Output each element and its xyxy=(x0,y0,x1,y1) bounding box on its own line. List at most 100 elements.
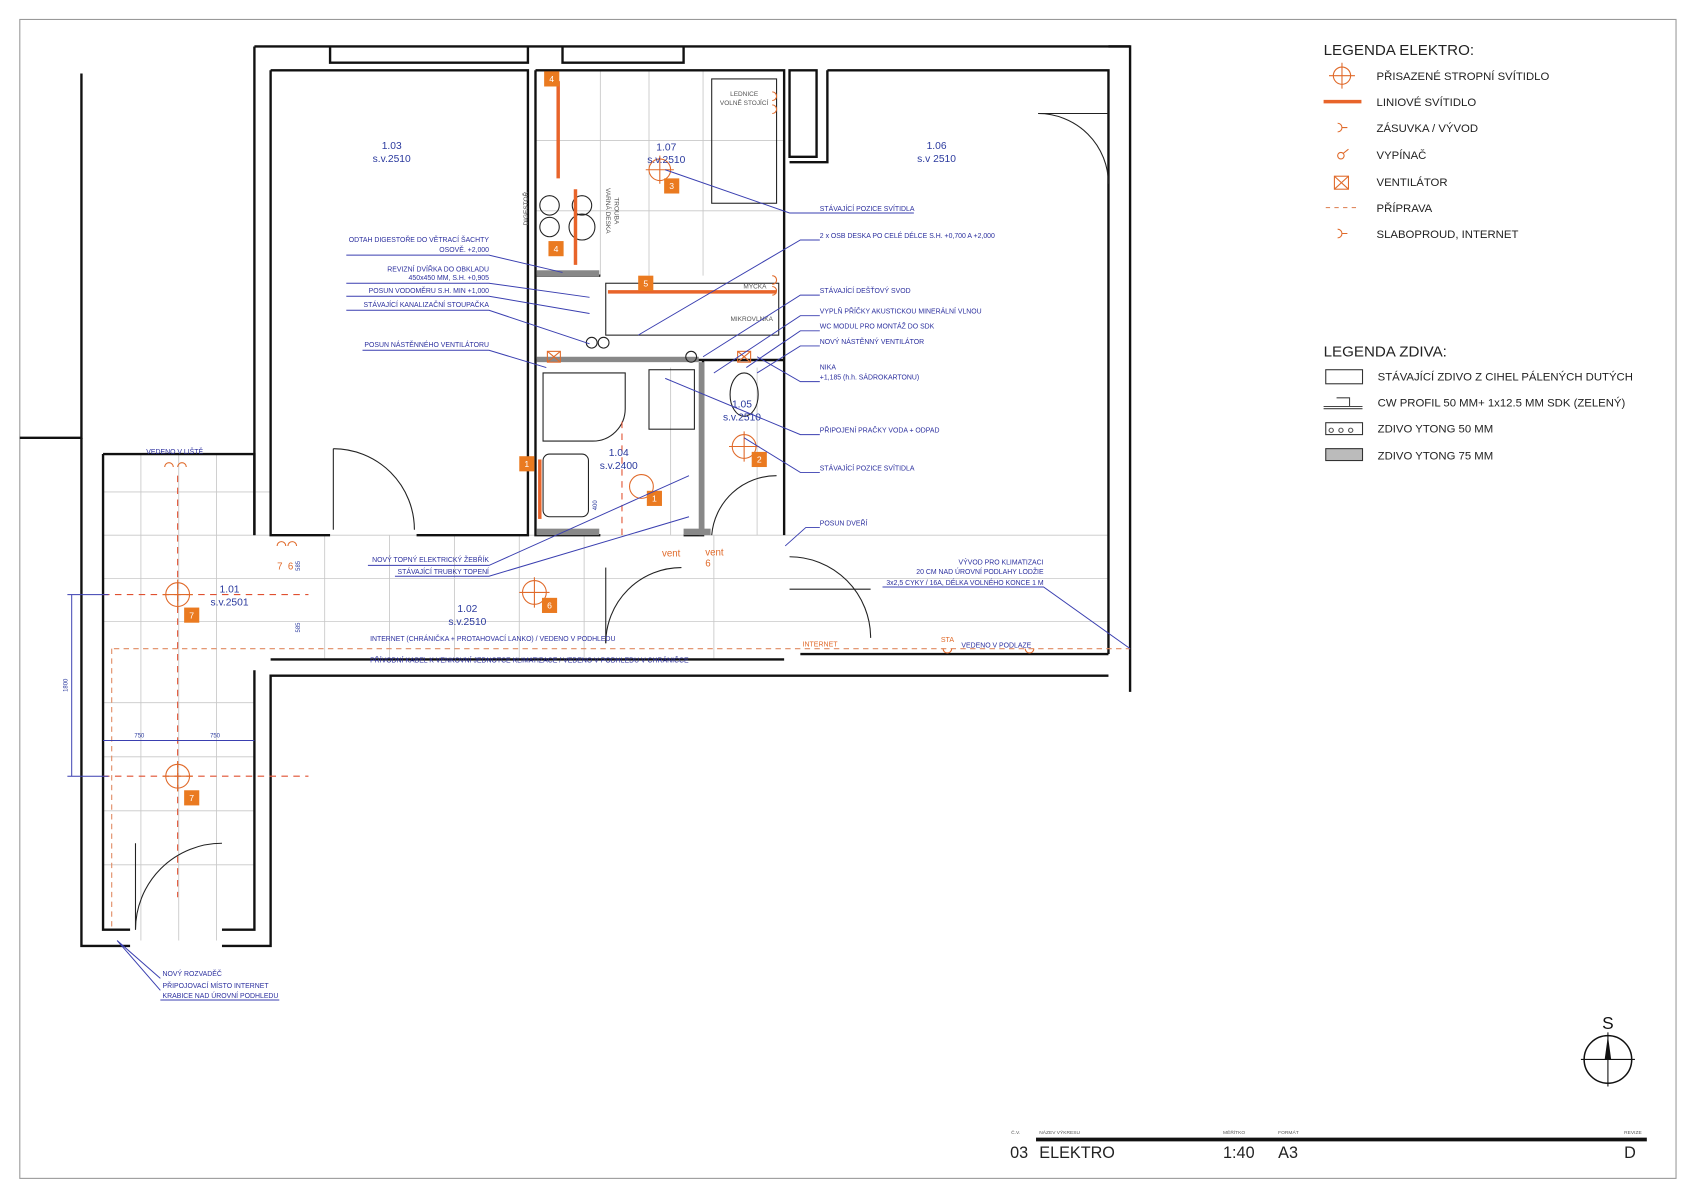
annotation: NOVÝ TOPNÝ ELEKTRICKÝ ŽEBŘÍK xyxy=(372,555,489,564)
annotation: STÁVAJÍCÍ KANALIZAČNÍ STOUPAČKA xyxy=(363,300,489,309)
room-number: 1.04 xyxy=(609,448,629,459)
annotation: ODTAH DIGESTOŘE DO VĚTRACÍ ŠACHTY xyxy=(349,235,490,244)
ceiling-lights xyxy=(162,155,760,792)
ceiling-light-icon xyxy=(645,155,674,184)
circuit-number: 6 xyxy=(547,601,552,611)
annotation: STÁVAJÍCÍ POZICE SVÍTIDLA xyxy=(820,463,915,472)
annotation: PŘIPOJENÍ PRAČKY VODA + ODPAD xyxy=(820,425,940,434)
circuit-number: 7 xyxy=(189,793,194,803)
annotation: NOVÝ ROZVADĚČ xyxy=(163,969,222,978)
annotation: PŘÍVODNÍ KABEL K VENKOVNÍ JEDNOTCE KLIMA… xyxy=(370,656,689,665)
room-number: 1.07 xyxy=(656,142,676,153)
switch-circuit-label: 6 xyxy=(288,562,293,573)
ceiling-light-icon xyxy=(729,431,760,462)
sockets: vent vent 6 7 6 INTERNET STA xyxy=(164,91,1035,654)
circuit-number: 2 xyxy=(757,455,762,465)
annotations-bottom: INTERNET (CHRÁNIČKA + PROTAHOVACÍ LANKO)… xyxy=(146,447,1031,1000)
ceiling-light-icon xyxy=(162,579,193,610)
room-height: s.v.2510 xyxy=(647,155,685,166)
compass-label: S xyxy=(1602,1013,1614,1033)
circuit-number: 5 xyxy=(643,278,648,288)
ceiling-light-icon xyxy=(1329,62,1355,89)
circuit-number: 1 xyxy=(652,494,657,504)
legend-title: LEGENDA ELEKTRO: xyxy=(1324,42,1474,59)
room-height: s.v 2510 xyxy=(917,154,956,165)
data-socket-icon xyxy=(1337,228,1348,239)
drawing-format: A3 xyxy=(1278,1144,1298,1162)
annotation: STÁVAJÍCÍ POZICE SVÍTIDLA xyxy=(820,204,915,213)
vent-label: vent xyxy=(662,549,681,560)
switch-circuit-label: 7 xyxy=(277,562,282,573)
socket-icon xyxy=(1337,122,1348,133)
annotation: VYPLŇ PŘÍČKY AKUSTICKOU MINERÁLNÍ VLNOU xyxy=(820,307,982,316)
circuit-number: 3 xyxy=(669,181,674,191)
room-height: s.v.2510 xyxy=(723,413,761,424)
annotation: OSOVĚ. +2,000 xyxy=(439,245,489,254)
legend-item: ZDIVO YTONG 75 MM xyxy=(1378,450,1494,462)
oven-label: TROUBA xyxy=(612,197,619,225)
legend-item: VYPÍNAČ xyxy=(1377,149,1427,162)
sanitary-and-kitchen-fixtures: LEDNICE VOLNĚ STOJÍCÍ DIGESTOŘ VARNÁ DES… xyxy=(521,78,780,518)
walls xyxy=(19,45,1132,948)
annotation: STÁVAJÍCÍ DEŠŤOVÝ SVOD xyxy=(820,286,911,295)
annotation: INTERNET (CHRÁNIČKA + PROTAHOVACÍ LANKO)… xyxy=(370,634,615,643)
room-height: s.v.2510 xyxy=(448,617,486,628)
internet-outlet-label: INTERNET xyxy=(803,641,839,648)
legend-item: ZÁSUVKA / VÝVOD xyxy=(1377,122,1478,135)
annotation-leaders xyxy=(116,169,1131,1001)
legend-item: SLABOPROUD, INTERNET xyxy=(1377,229,1519,241)
room-height: s.v.2510 xyxy=(373,154,411,165)
fan-icon xyxy=(1333,175,1350,190)
microwave-label: MIKROVLNKA xyxy=(730,316,773,323)
annotation: WC MODUL PRO MONTÁŽ DO SDK xyxy=(820,322,935,331)
dimension-label: 1800 xyxy=(63,678,69,692)
sheet-border xyxy=(19,18,1677,1179)
annotation: POSUN NÁSTĚNNÉHO VENTILÁTORU xyxy=(364,340,489,349)
revision-label: REVIZE xyxy=(1624,1130,1642,1136)
annotation: 20 CM NAD ÚROVNÍ PODLAHY LODŽIE xyxy=(916,567,1044,576)
annotations-right: STÁVAJÍCÍ POZICE SVÍTIDLA 2 x OSB DESKA … xyxy=(820,204,995,528)
dimension-label: 750 xyxy=(134,733,145,739)
annotation: STÁVAJÍCÍ TRUBKY TOPENÍ xyxy=(398,567,490,576)
annotation: NOVÝ NÁSTĚNNÝ VENTILÁTOR xyxy=(820,337,924,346)
annotations-ac: VÝVOD PRO KLIMATIZACI 20 CM NAD ÚROVNÍ P… xyxy=(886,557,1044,587)
dimension-label: 400 xyxy=(593,500,599,511)
format-label: FORMÁT xyxy=(1278,1129,1299,1136)
brick-wall-icon xyxy=(1325,369,1364,385)
room-number: 1.05 xyxy=(732,400,752,411)
legend-item: ZDIVO YTONG 50 MM xyxy=(1378,423,1494,435)
fan-icon xyxy=(546,350,561,363)
doors xyxy=(134,112,1109,930)
annotation: PŘIPOJOVACÍ MÍSTO INTERNET xyxy=(163,981,270,990)
circuit-number: 7 xyxy=(189,610,194,620)
room-height: s.v.2400 xyxy=(600,461,638,472)
legend-item: PŘÍPRAVA xyxy=(1377,202,1433,215)
annotation: VEDENO V LIŠTĚ xyxy=(146,447,203,456)
annotation: VEDENO V PODLAZE xyxy=(961,643,1031,650)
switch-circuit-label: 6 xyxy=(705,558,710,569)
sta-label: STA xyxy=(941,637,954,644)
room-number: 1.06 xyxy=(927,141,947,152)
annotation: POSUN VODOMĚRU S.H. MIN +1,000 xyxy=(369,286,489,295)
legend-item: VENTILÁTOR xyxy=(1377,176,1448,189)
room-height: s.v.2501 xyxy=(211,597,249,608)
annotation: POSUN DVEŘÍ xyxy=(820,518,868,527)
room-number: 1.02 xyxy=(457,604,477,615)
ytong-75-icon xyxy=(1325,448,1364,462)
legend-walls: LEGENDA ZDIVA: STÁVAJÍCÍ ZDIVO Z CIHEL P… xyxy=(1323,344,1633,462)
scale-label: MĚŘÍTKO xyxy=(1223,1128,1245,1136)
room-number: 1.01 xyxy=(220,584,240,595)
preparation-lines xyxy=(103,421,1131,930)
room-labels: 1.03 s.v.2510 1.07 s.v.2510 1.06 s.v 251… xyxy=(211,141,957,628)
annotation: REVIZNÍ DVÍŘKA DO OBKLADU xyxy=(387,264,489,273)
hob-label: VARNÁ DESKA xyxy=(604,188,613,234)
legend-item: PŘISAZENÉ STROPNÍ SVÍTIDLO xyxy=(1377,70,1550,83)
legend-item: CW PROFIL 50 MM+ 1x12.5 MM SDK (ZELENÝ) xyxy=(1378,396,1626,409)
floor-tile-grid xyxy=(103,70,1109,941)
cw-profile-icon xyxy=(1323,397,1363,410)
annotation: NIKA xyxy=(820,365,837,372)
annotation: KRABICE NAD ÚROVNÍ PODHLEDU xyxy=(163,991,279,1000)
dimensions: 1800 750 750 585 585 400 xyxy=(63,500,599,777)
dishwasher-label: MYČKA xyxy=(743,282,767,291)
